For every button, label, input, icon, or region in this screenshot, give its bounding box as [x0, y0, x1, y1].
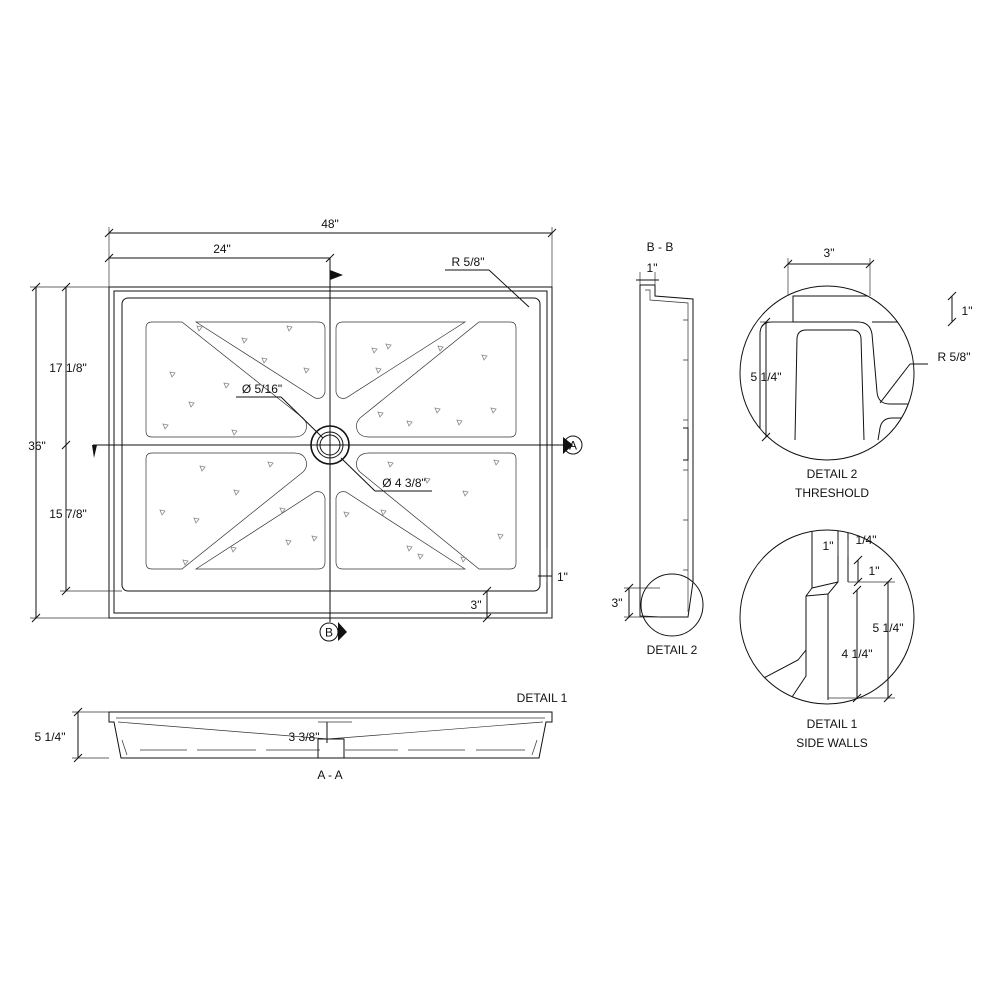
detail2-title: DETAIL 2	[807, 467, 858, 481]
detail2-step-height: 1"	[962, 304, 973, 318]
detail1-wall-profile	[759, 530, 813, 681]
detail1-total-height: 5 1/4"	[873, 621, 904, 635]
detail1-view: 1" 1/4" 1" 5 1/4" 4 1/4" DETAIL 1 SIDE W…	[739, 529, 915, 750]
detail1-wall-width: 1"	[823, 539, 834, 553]
drain-outer-label: Ø 4 3/8"	[382, 476, 426, 490]
detail2-total-height: 5 1/4"	[751, 370, 782, 384]
panel-upper-left	[145, 321, 307, 438]
dim-upper-depth: 17 1/8"	[49, 361, 87, 375]
section-aa-view: 5 1/4" 3 3/8" DETAIL 1 A - A	[35, 691, 568, 782]
drain-hole-label: Ø 5/16"	[242, 382, 282, 396]
section-b-label: B	[325, 626, 333, 640]
detail2-callout-circle	[640, 573, 704, 637]
detail1-circle	[739, 529, 915, 705]
section-bb-wall-label: 1"	[647, 261, 658, 275]
rim-width-label: 1"	[557, 570, 568, 584]
section-bb-title: B - B	[647, 240, 674, 254]
section-aa-slope-depth: 3 3/8"	[289, 730, 320, 744]
section-bb-threshold-height: 3"	[612, 596, 623, 610]
section-bb-view: B - B 1" 3" DETAIL 2	[612, 240, 704, 657]
corner-radius-label: R 5/8"	[452, 255, 485, 269]
section-aa-detail-ref: DETAIL 1	[517, 691, 568, 705]
detail1-title: DETAIL 1	[807, 717, 858, 731]
section-aa-height: 5 1/4"	[35, 730, 66, 744]
panel-lower-right-upper	[335, 491, 467, 570]
detail1-step-height: 1"	[869, 564, 880, 578]
detail2-subtitle: THRESHOLD	[795, 486, 869, 500]
panel-upper-right-upper	[335, 321, 467, 399]
panel-lower-left-lower	[194, 491, 326, 570]
detail1-gap: 1/4"	[856, 533, 877, 547]
dim-depth-total: 36"	[28, 439, 46, 453]
detail2-threshold-profile	[759, 321, 914, 440]
dim-lower-depth: 15 7/8"	[49, 507, 87, 521]
detail2-top-width: 3"	[824, 246, 835, 260]
plan-view: A B 48" 24" 36" 17 1/8" 15 7/8" R 5/	[28, 217, 583, 642]
section-bb-profile	[639, 284, 694, 618]
section-aa-title: A - A	[317, 768, 342, 782]
surface-texture	[159, 325, 504, 566]
section-b-flag	[330, 270, 343, 280]
dim-width-total: 48"	[321, 217, 339, 231]
dim-half-width: 24"	[213, 242, 231, 256]
section-a-end-arrow	[92, 445, 97, 458]
detail2-view: 3" 1" 5 1/4" R 5/8" DETAIL 2 THRESHOLD	[739, 246, 973, 500]
section-a-marker: A	[563, 435, 583, 455]
panel-upper-left-lower	[194, 321, 326, 399]
section-a-label: A	[569, 439, 577, 453]
detail2-circle	[739, 285, 915, 461]
section-aa-profile	[108, 711, 553, 759]
detail1-inner-height: 4 1/4"	[842, 647, 873, 661]
threshold-width-label: 3"	[471, 598, 482, 612]
panel-upper-right	[356, 321, 517, 438]
detail2-radius: R 5/8"	[938, 350, 971, 364]
panel-lower-left	[145, 452, 307, 570]
section-bb-detail-ref: DETAIL 2	[647, 643, 698, 657]
panel-lower-right	[356, 452, 517, 570]
section-b-marker: B	[319, 622, 347, 642]
detail1-subtitle: SIDE WALLS	[796, 736, 868, 750]
section-aa-drain	[317, 738, 345, 759]
